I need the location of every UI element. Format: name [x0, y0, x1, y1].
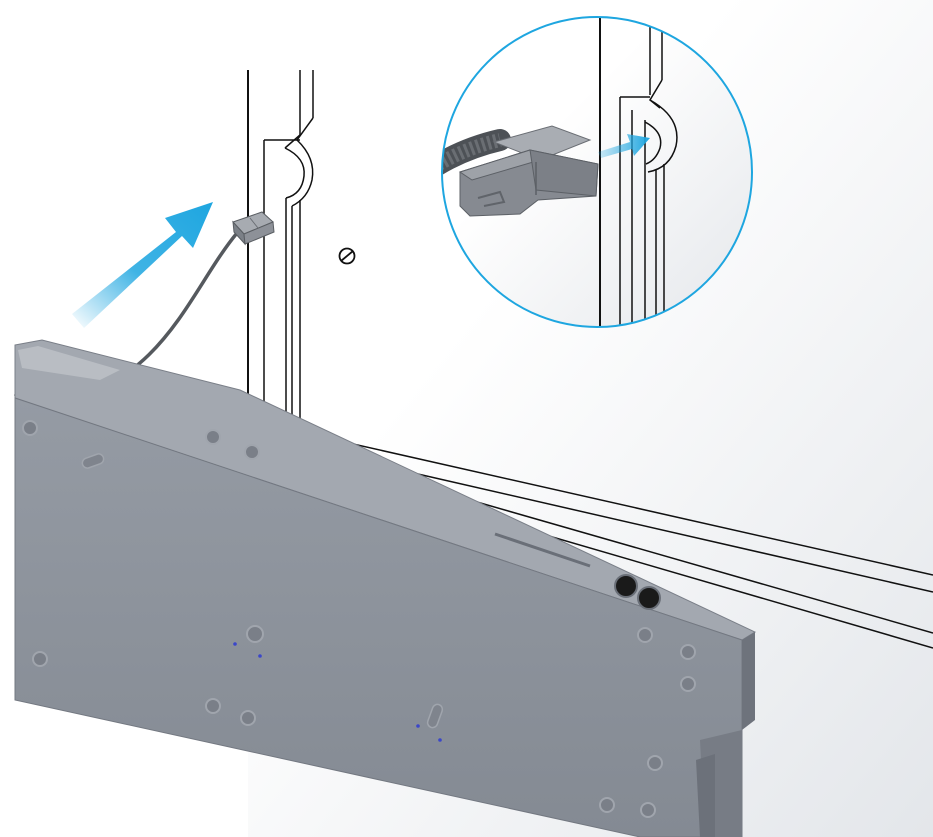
arrow-right-icon	[598, 134, 650, 158]
screw-icon	[338, 247, 356, 265]
connection-ports	[614, 574, 661, 610]
connector-plug	[232, 211, 275, 246]
arrow-up-right-icon	[72, 202, 213, 328]
zoom-ring	[441, 16, 753, 328]
mounting-holes	[22, 420, 696, 818]
zoom-inset	[441, 16, 753, 328]
device-housing	[14, 339, 757, 837]
connector-plug-enlarged	[458, 125, 599, 217]
